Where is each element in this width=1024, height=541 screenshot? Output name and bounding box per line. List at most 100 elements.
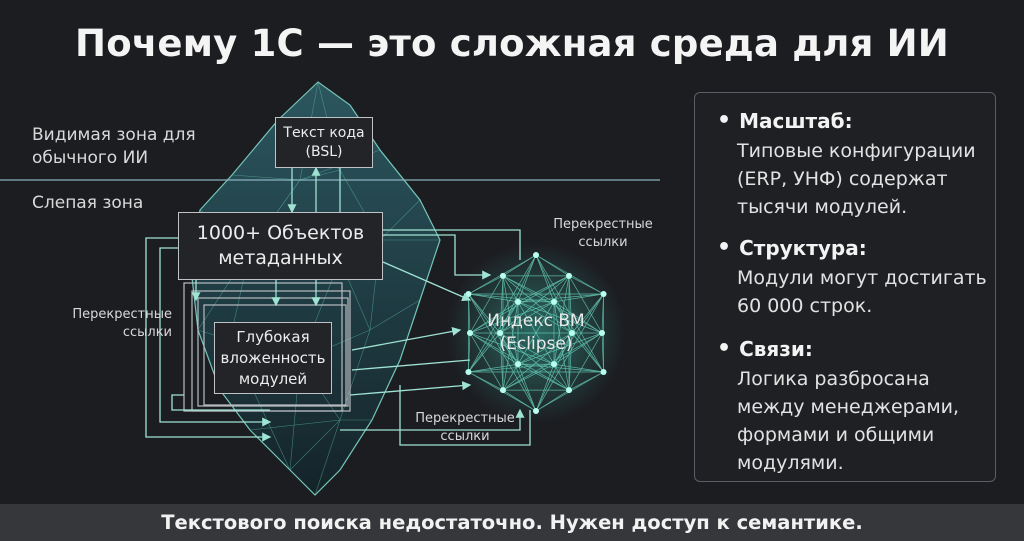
network-node — [533, 252, 539, 258]
deep-nesting-box: Глубокая вложенность модулей — [214, 322, 332, 394]
network-edge — [553, 293, 604, 303]
index-network — [446, 243, 626, 423]
panel-item-structure: •Структура: Модули могут достигать 60 00… — [717, 235, 987, 317]
network-node — [599, 330, 605, 336]
network-edge — [469, 332, 555, 365]
network-edge — [502, 301, 519, 391]
network-edge — [469, 301, 519, 334]
bullet-icon: • — [717, 336, 732, 361]
network-edge — [535, 332, 573, 412]
network-edge — [468, 332, 501, 373]
page-title: Почему 1С — это сложная среда для ИИ — [75, 22, 949, 65]
network-edge — [502, 254, 537, 277]
network-edge — [468, 275, 504, 295]
network-node — [515, 298, 521, 305]
network-edge — [517, 301, 555, 365]
network-edge — [502, 332, 573, 391]
network-node — [600, 291, 607, 297]
network-node — [551, 361, 557, 368]
network-edge — [502, 275, 519, 365]
network-edge — [553, 301, 573, 334]
network-edge — [553, 332, 573, 365]
network-edge — [517, 364, 537, 412]
network-node — [500, 272, 506, 279]
network-edge — [468, 363, 519, 373]
cross-refs-label-bottom: Перекрестные ссылки — [415, 411, 515, 444]
network-edge — [468, 293, 537, 412]
network-node — [465, 291, 472, 297]
network-edge — [553, 301, 603, 334]
network-edge — [568, 275, 603, 334]
panel-item-scale: •Масштаб: Типовые конфигурации (ERP, УНФ… — [717, 108, 976, 218]
network-edge — [535, 293, 604, 412]
network-edge — [517, 301, 603, 334]
network-edge — [469, 332, 519, 365]
index-vm-label: Индекс ВМ (Eclipse) — [487, 311, 585, 354]
network-node — [566, 387, 572, 394]
network-node — [500, 387, 506, 394]
network-edge — [468, 363, 555, 373]
cross-refs-label-top-right: Перекрестные ссылки — [553, 217, 653, 250]
network-edge — [502, 275, 519, 302]
blind-zone-label: Слепая зона — [32, 193, 144, 213]
network-node — [600, 369, 607, 375]
network-edge — [468, 293, 555, 303]
metadata-objects-box: 1000+ Объектов метаданных — [178, 212, 383, 280]
network-edge — [502, 363, 555, 391]
network-edge — [499, 301, 555, 334]
network-edge — [535, 364, 555, 412]
network-edge — [499, 275, 504, 334]
network-edge — [499, 332, 504, 391]
network-edge — [517, 275, 570, 303]
network-edge — [499, 332, 519, 365]
network-edge — [469, 301, 555, 334]
network-edge — [502, 364, 519, 391]
cross-reference-lines — [145, 166, 531, 446]
network-edge — [468, 254, 537, 373]
network-edge — [535, 254, 604, 373]
network-edge — [553, 364, 570, 391]
visible-zone-label: Видимая зона для обычного ИИ — [32, 125, 196, 168]
network-node — [569, 330, 575, 336]
network-node — [467, 330, 473, 336]
network-edge — [469, 332, 504, 391]
network-node — [566, 272, 572, 279]
network-edge — [553, 363, 604, 373]
network-edge — [568, 275, 604, 295]
bullet-icon: • — [717, 235, 732, 260]
network-edge — [553, 275, 570, 302]
network-edge — [568, 332, 603, 391]
network-edge — [553, 301, 604, 373]
bullet-icon: • — [717, 108, 732, 133]
network-edge — [468, 293, 519, 303]
network-edge — [553, 301, 570, 391]
network-edge — [568, 332, 573, 391]
network-edge — [468, 371, 504, 391]
network-edge — [535, 389, 570, 412]
network-edge — [468, 293, 519, 365]
network-node — [497, 330, 503, 336]
network-edge — [553, 332, 603, 365]
network-edge — [499, 275, 570, 334]
network-edge — [502, 275, 573, 334]
network-edge — [502, 275, 555, 303]
network-edge — [571, 332, 604, 373]
network-node — [533, 408, 539, 414]
info-panel: •Масштаб: Типовые конфигурации (ERP, УНФ… — [694, 92, 996, 482]
network-edge — [499, 332, 570, 391]
network-edge — [517, 363, 570, 391]
network-edge — [517, 332, 603, 365]
network-node — [515, 361, 521, 368]
panel-item-links: •Связи: Логика разбросана между менеджер… — [717, 336, 960, 474]
network-node — [551, 298, 557, 305]
network-edge — [499, 301, 519, 334]
code-text-box: Текст кода (BSL) — [275, 117, 373, 168]
network-edge — [469, 275, 504, 334]
footer-banner: Текстового поиска недостаточно. Нужен до… — [0, 504, 1024, 541]
network-edge — [468, 293, 501, 334]
network-edge — [601, 332, 604, 373]
cross-refs-label-left: Перекрестные ссылки — [72, 307, 172, 340]
network-node — [465, 369, 472, 375]
network-edge — [553, 275, 570, 365]
network-edge — [568, 275, 573, 334]
